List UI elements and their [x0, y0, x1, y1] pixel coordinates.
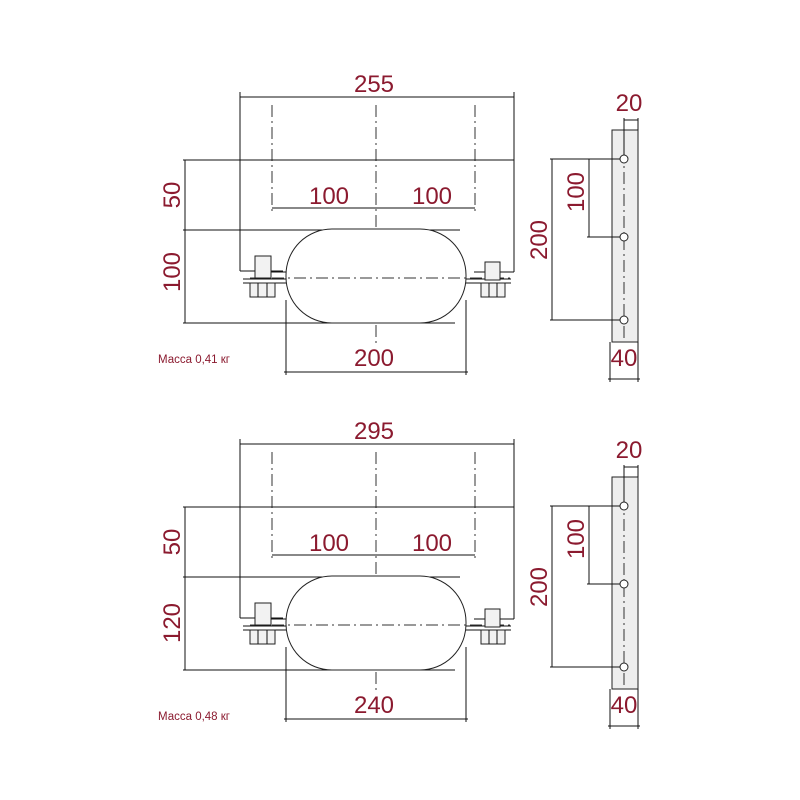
- nut-icon: [480, 282, 506, 298]
- overall-width-label: 295: [354, 418, 394, 445]
- clamp-drawing: [183, 92, 640, 382]
- clamp-height-label: 100: [159, 252, 186, 292]
- clamp-width-label: 240: [354, 692, 394, 719]
- hole-icon: [619, 315, 629, 325]
- hole-spacing-left-label: 100: [309, 530, 349, 557]
- plate-width-label: 40: [611, 692, 638, 719]
- clamp-height-label: 120: [159, 603, 186, 643]
- hole-offset-label: 20: [616, 437, 643, 464]
- drawing-2-labels: 295 50 120 100 100 240 Масса 0,48 кг 20 …: [158, 418, 642, 723]
- overall-width-label: 255: [354, 71, 394, 98]
- front-view: [183, 92, 515, 375]
- hole-span-label: 200: [526, 567, 553, 607]
- offset-height-label: 50: [159, 182, 186, 209]
- hole-icon: [619, 154, 629, 164]
- hole-pitch-label: 100: [563, 172, 590, 212]
- nut-icon: [249, 282, 276, 298]
- pipe-clamp-body: [285, 228, 467, 324]
- clamp-width-label: 200: [354, 345, 394, 372]
- offset-height-label: 50: [159, 529, 186, 556]
- mass-label: Масса 0,41 кг: [158, 354, 230, 366]
- hole-spacing-right-label: 100: [412, 183, 452, 210]
- bolt-head-icon: [484, 261, 501, 281]
- hole-pitch-label: 100: [563, 519, 590, 559]
- drawing-1-labels: 255 50 100 100 100 200 Масса 0,41 кг 20 …: [158, 71, 642, 372]
- hole-icon: [619, 232, 629, 242]
- hole-span-label: 200: [526, 220, 553, 260]
- plate-width-label: 40: [611, 345, 638, 372]
- bolt-head-icon: [254, 255, 272, 279]
- mass-label: Масса 0,48 кг: [158, 711, 230, 723]
- hole-spacing-left-label: 100: [309, 183, 349, 210]
- clamp-drawing-2-geometry: [182, 438, 641, 730]
- side-view: [550, 118, 640, 382]
- hole-offset-label: 20: [616, 90, 643, 117]
- hole-spacing-right-label: 100: [412, 530, 452, 557]
